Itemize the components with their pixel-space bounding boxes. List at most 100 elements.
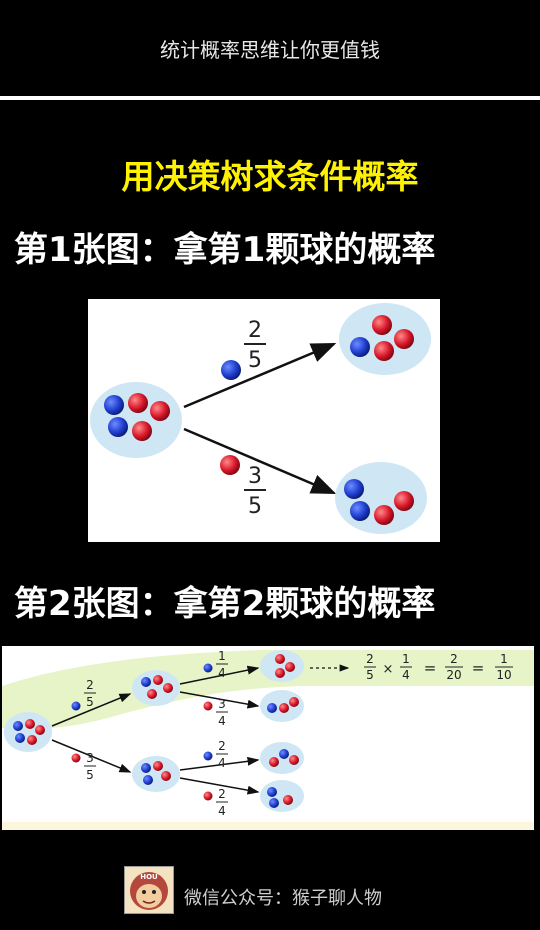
blue-ball (141, 763, 151, 773)
section1-title: 第1张图：拿第1颗球的概率 (14, 230, 436, 270)
l2-arrow-1 (179, 665, 260, 685)
red-ball (147, 689, 157, 699)
blue-ball (221, 360, 241, 380)
red-ball (132, 421, 152, 441)
l1-top-numerator: 2 (86, 678, 94, 692)
l1-bottom-numerator: 3 (86, 751, 94, 765)
monkey-avatar: HOU (124, 866, 174, 914)
section2-title: 第2张图：拿第2颗球的概率 (14, 584, 436, 624)
l2-1-numerator: 1 (218, 649, 226, 663)
figure1-tree: 2 5 3 5 (90, 303, 431, 534)
blue-ball (267, 787, 277, 797)
blue-ball (104, 395, 124, 415)
footer-account-name: 微信公众号：猴子聊人物 (184, 888, 382, 909)
figure2-panel: 2 5 3 5 1 4 3 4 2 (2, 646, 534, 830)
blue-ball (108, 417, 128, 437)
blue-ball (279, 749, 289, 759)
figure1-panel: 2 5 3 5 (88, 299, 440, 542)
top-branch-denominator: 5 (248, 348, 262, 373)
monkey-icon: HOU (130, 872, 168, 910)
red-ball (25, 719, 35, 729)
l2-bubble-1 (260, 650, 304, 682)
red-ball (372, 315, 392, 335)
eq-f3-denominator: 20 (446, 668, 461, 682)
eq-f1-numerator: 2 (366, 652, 374, 666)
top-branch-numerator: 2 (248, 318, 262, 343)
red-ball (283, 795, 293, 805)
l2-3-numerator: 2 (218, 739, 226, 753)
red-ball (35, 725, 45, 735)
red-ball (203, 791, 213, 801)
probability-equation: 2 5 × 1 4 = 2 20 = 1 10 (364, 652, 513, 682)
l2-bubble-4 (260, 780, 304, 812)
red-ball (374, 341, 394, 361)
red-ball (289, 697, 299, 707)
l2-1-denominator: 4 (218, 666, 226, 680)
red-ball (153, 761, 163, 771)
bottom-branch-arrow (183, 427, 337, 495)
figure2-tree: 2 5 3 5 1 4 3 4 2 (2, 649, 534, 830)
red-ball (279, 703, 289, 713)
red-ball (128, 393, 148, 413)
blue-ball (269, 798, 279, 808)
bottom-strip (2, 822, 534, 830)
eq-f4-numerator: 1 (500, 652, 508, 666)
header-title: 统计概率思维让你更值钱 (160, 38, 380, 62)
blue-ball (350, 337, 370, 357)
red-ball (27, 735, 37, 745)
l2-arrow-2 (179, 691, 260, 709)
red-ball (150, 401, 170, 421)
red-ball (394, 491, 414, 511)
red-ball (289, 755, 299, 765)
bottom-branch-numerator: 3 (248, 464, 262, 489)
l1-bottom-bubble (132, 756, 180, 792)
l1-bottom-denominator: 5 (86, 768, 94, 782)
eq-equals-1: = (424, 659, 437, 677)
eq-f4-denominator: 10 (496, 668, 511, 682)
l1-top-denominator: 5 (86, 695, 94, 709)
eq-equals-2: = (472, 659, 485, 677)
bottom-branch-denominator: 5 (248, 494, 262, 519)
l1-top-arrow (51, 693, 132, 727)
blue-ball (203, 663, 213, 673)
eq-f1-denominator: 5 (366, 668, 374, 682)
avatar-label: HOU (140, 873, 158, 881)
l1-bottom-arrow (51, 739, 132, 773)
blue-ball (71, 701, 81, 711)
blue-ball (203, 751, 213, 761)
red-ball (285, 662, 295, 672)
red-ball (71, 753, 81, 763)
l2-4-denominator: 4 (218, 804, 226, 818)
red-ball (161, 771, 171, 781)
red-ball (275, 654, 285, 664)
blue-ball (141, 677, 151, 687)
eq-f3-numerator: 2 (450, 652, 458, 666)
blue-ball (15, 733, 25, 743)
red-ball (275, 668, 285, 678)
red-ball (203, 701, 213, 711)
red-ball (374, 505, 394, 525)
top-branch-arrow (183, 342, 337, 409)
blue-ball (344, 479, 364, 499)
top-result-bubble (339, 303, 431, 375)
blue-ball (143, 775, 153, 785)
eq-f2-denominator: 4 (402, 668, 410, 682)
l2-arrow-3 (179, 756, 260, 771)
red-ball (163, 683, 173, 693)
eq-f2-numerator: 1 (402, 652, 410, 666)
red-ball (153, 675, 163, 685)
main-title: 用决策树求条件概率 (121, 157, 419, 196)
l2-arrow-4 (179, 777, 260, 795)
l2-4-numerator: 2 (218, 787, 226, 801)
red-ball (220, 455, 240, 475)
eq-times: × (383, 662, 394, 677)
highlight-band (2, 650, 534, 730)
header-divider (0, 96, 540, 100)
l2-2-denominator: 4 (218, 714, 226, 728)
blue-ball (267, 703, 277, 713)
red-ball (394, 329, 414, 349)
l2-2-numerator: 3 (218, 697, 226, 711)
root-bubble (4, 712, 52, 752)
header: 统计概率思维让你更值钱 (0, 0, 540, 96)
blue-ball (350, 501, 370, 521)
